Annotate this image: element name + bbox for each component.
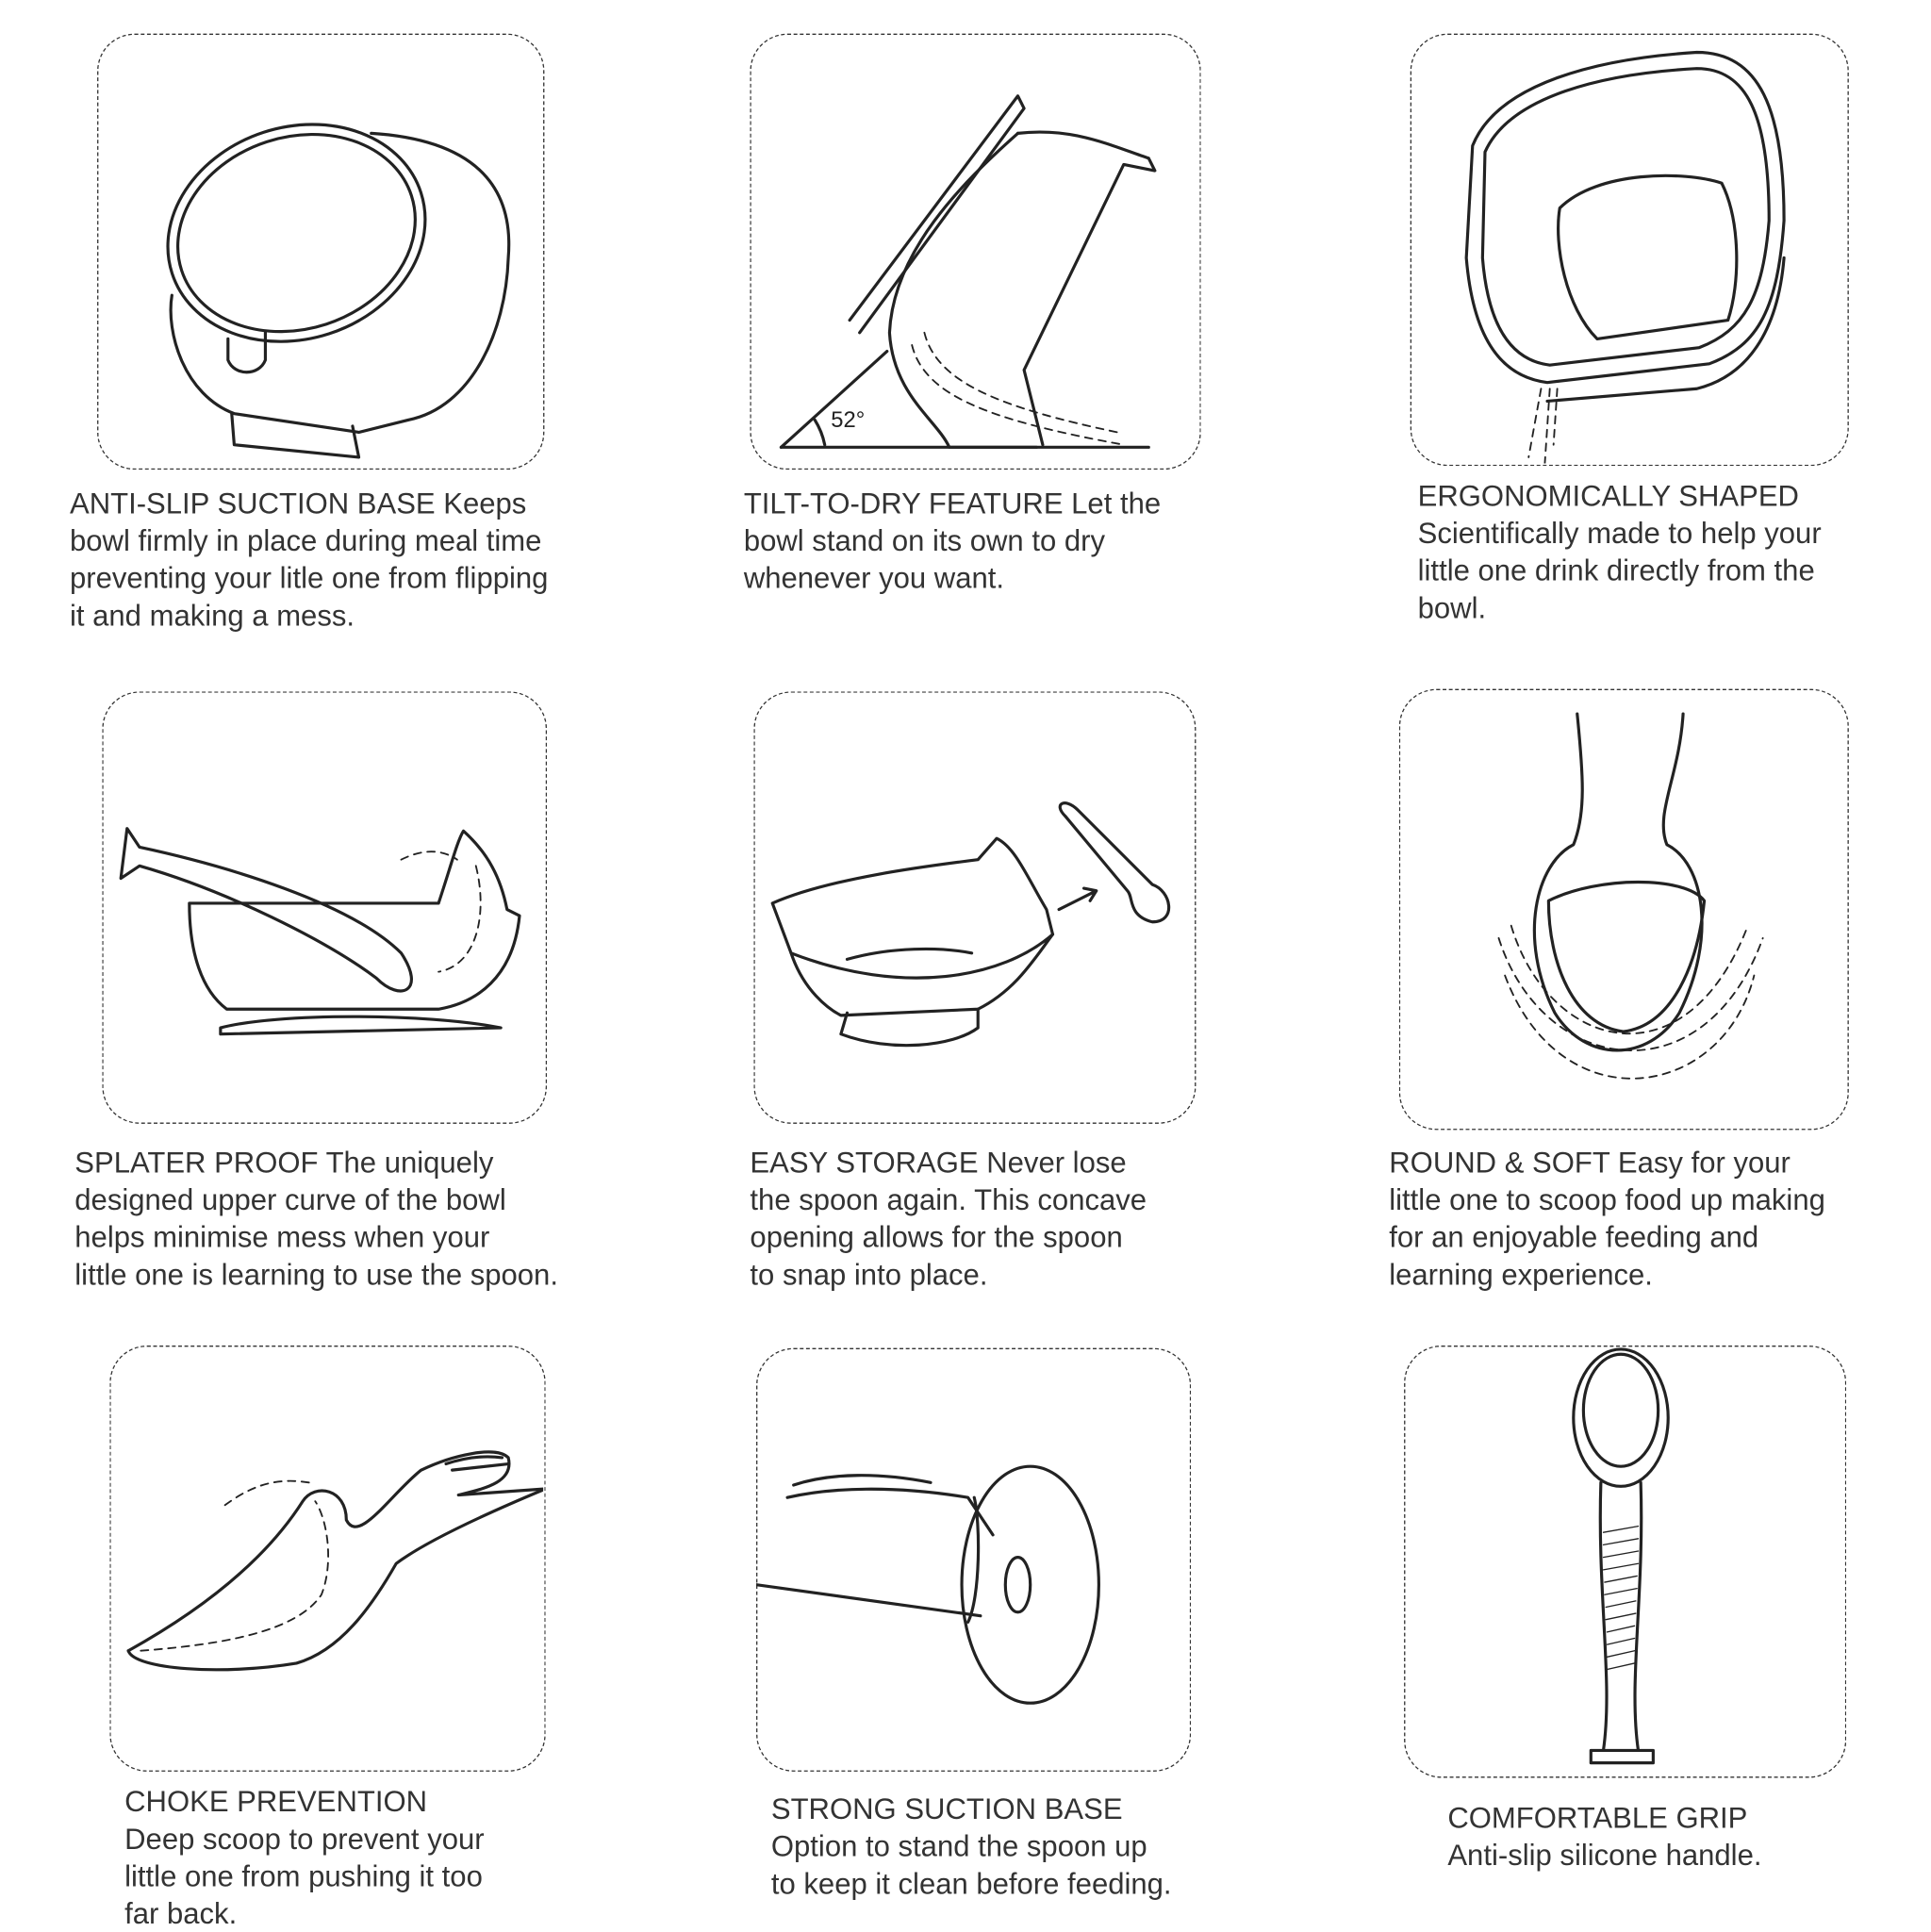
caption-line: preventing your litle one from flipping: [69, 561, 549, 595]
feature-caption-round-soft: ROUND & SOFT Easy for your little one to…: [1389, 1144, 1931, 1294]
caption-line: little one from pushing it too: [124, 1859, 483, 1893]
caption-line: little one drink directly from the: [1417, 553, 1815, 587]
caption-line: designed upper curve of the bowl: [74, 1183, 506, 1216]
caption-line: SPLATER PROOF The uniquely: [74, 1146, 494, 1179]
caption-line: it and making a mess.: [69, 599, 355, 632]
caption-line: Anti-slip silicone handle.: [1447, 1839, 1762, 1872]
feature-caption-comfortable-grip: COMFORTABLE GRIP Anti-slip silicone hand…: [1447, 1799, 1931, 1874]
caption-line: the spoon again. This concave: [750, 1183, 1147, 1216]
caption-line: opening allows for the spoon: [750, 1220, 1123, 1254]
caption-line: bowl stand on its own to dry: [743, 524, 1105, 557]
spoon-grip-illustration: [1572, 1347, 1670, 1765]
caption-line: EASY STORAGE Never lose: [750, 1146, 1127, 1179]
caption-line: for an enjoyable feeding and: [1389, 1220, 1759, 1254]
feature-caption-strong-suction: STRONG SUCTION BASE Option to stand the …: [771, 1791, 1357, 1903]
feature-panel-choke-prevention: [109, 1346, 546, 1772]
caption-line: whenever you want.: [743, 561, 1004, 595]
caption-line: to keep it clean before feeding.: [770, 1867, 1172, 1900]
feature-caption-easy-storage: EASY STORAGE Never lose the spoon again.…: [750, 1144, 1335, 1294]
caption-line: TILT-TO-DRY FEATURE Let the: [743, 487, 1162, 520]
bowl-tilt-illustration: 52°: [779, 94, 1157, 449]
feature-caption-ergonomic: ERGONOMICALLY SHAPED Scientifically made…: [1418, 477, 1931, 627]
feature-panel-splatter-proof: [102, 691, 548, 1124]
caption-line: ERGONOMICALLY SHAPED: [1417, 479, 1799, 513]
spoon-round-soft-illustration: [1497, 712, 1764, 1080]
spoon-suction-base-illustration: [756, 1464, 1100, 1705]
caption-line: bowl.: [1417, 591, 1487, 624]
caption-line: ROUND & SOFT Easy for your: [1389, 1146, 1791, 1179]
caption-line: to snap into place.: [750, 1258, 988, 1291]
spoon-scoop-illustration: [126, 1450, 544, 1672]
caption-line: little one is learning to use the spoon.: [74, 1258, 558, 1291]
feature-panel-round-soft: [1398, 688, 1849, 1131]
caption-line: little one to scoop food up making: [1389, 1183, 1825, 1216]
caption-line: learning experience.: [1389, 1258, 1653, 1291]
bowl-spoon-splatter-illustration: [119, 827, 521, 1036]
feature-panel-ergonomic: [1410, 33, 1849, 467]
feature-caption-splatter-proof: SPLATER PROOF The uniquely designed uppe…: [74, 1144, 660, 1294]
caption-line: CHOKE PREVENTION: [124, 1785, 428, 1818]
feature-caption-suction-base: ANTI-SLIP SUCTION BASE Keeps bowl firmly…: [70, 485, 655, 635]
angle-label: 52°: [831, 407, 865, 433]
feature-panel-suction-base: [97, 33, 545, 471]
caption-line: far back.: [124, 1897, 238, 1930]
caption-line: Deep scoop to prevent your: [124, 1823, 485, 1856]
feature-panel-comfortable-grip: [1404, 1346, 1847, 1778]
caption-line: Scientifically made to help your: [1417, 517, 1822, 550]
feature-panel-easy-storage: [753, 691, 1197, 1124]
feature-panel-strong-suction: [756, 1347, 1192, 1772]
caption-line: STRONG SUCTION BASE: [770, 1792, 1123, 1825]
bowl-spoon-storage-illustration: [770, 801, 1171, 1048]
feature-caption-choke-prevention: CHOKE PREVENTION Deep scoop to prevent y…: [124, 1783, 710, 1932]
feature-caption-tilt-to-dry: TILT-TO-DRY FEATURE Let the bowl stand o…: [744, 485, 1329, 597]
caption-line: ANTI-SLIP SUCTION BASE Keeps: [69, 487, 527, 520]
bowl-suction-base-illustration: [166, 123, 511, 459]
caption-line: Option to stand the spoon up: [770, 1829, 1147, 1863]
bowl-drinking-illustration: [1464, 50, 1786, 464]
feature-panel-tilt-to-dry: [750, 33, 1201, 471]
caption-line: COMFORTABLE GRIP: [1447, 1801, 1748, 1834]
caption-line: helps minimise mess when your: [74, 1220, 490, 1254]
caption-line: bowl firmly in place during meal time: [69, 524, 542, 557]
